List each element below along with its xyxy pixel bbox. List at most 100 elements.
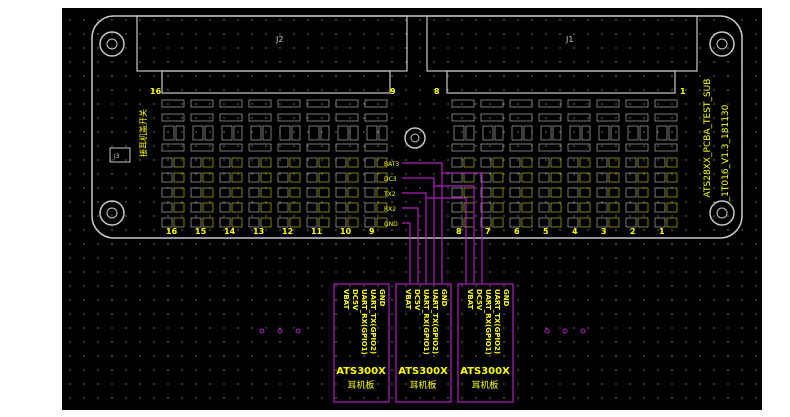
grid-dot bbox=[475, 271, 477, 273]
smd-part bbox=[219, 113, 243, 122]
grid-dot bbox=[489, 369, 491, 371]
grid-dot bbox=[685, 299, 687, 301]
grid-dot bbox=[125, 299, 127, 301]
grid-dot bbox=[405, 173, 407, 175]
grid-dot bbox=[587, 397, 589, 399]
grid-dot bbox=[643, 89, 645, 91]
grid-dot bbox=[265, 201, 267, 203]
test-pad bbox=[306, 217, 318, 228]
grid-dot bbox=[671, 47, 673, 49]
grid-dot bbox=[265, 61, 267, 63]
grid-dot bbox=[405, 19, 407, 21]
grid-dot bbox=[251, 243, 253, 245]
grid-dot bbox=[195, 285, 197, 287]
grid-dot bbox=[503, 397, 505, 399]
grid-dot bbox=[629, 257, 631, 259]
smd-part bbox=[306, 113, 330, 122]
grid-dot bbox=[671, 145, 673, 147]
grid-dot bbox=[545, 61, 547, 63]
grid-dot bbox=[391, 33, 393, 35]
grid-dot bbox=[335, 201, 337, 203]
test-pad-label bbox=[521, 187, 533, 198]
grid-dot bbox=[321, 215, 323, 217]
grid-dot bbox=[699, 327, 701, 329]
grid-dot bbox=[293, 355, 295, 357]
grid-dot bbox=[559, 397, 561, 399]
grid-dot bbox=[223, 271, 225, 273]
grid-dot bbox=[475, 355, 477, 357]
test-pad bbox=[451, 187, 463, 198]
dot-l1 bbox=[259, 328, 265, 334]
grid-dot bbox=[447, 285, 449, 287]
grid-dot bbox=[167, 89, 169, 91]
grid-dot bbox=[615, 271, 617, 273]
test-pad bbox=[248, 187, 260, 198]
grid-dot bbox=[391, 215, 393, 217]
channel-7-parts bbox=[335, 99, 359, 228]
test-pad bbox=[306, 202, 318, 213]
test-pad-label bbox=[492, 217, 504, 228]
grid-dot bbox=[587, 369, 589, 371]
grid-dot bbox=[685, 103, 687, 105]
grid-dot bbox=[755, 19, 757, 21]
grid-dot bbox=[111, 257, 113, 259]
grid-dot bbox=[545, 313, 547, 315]
grid-dot bbox=[503, 383, 505, 385]
grid-dot bbox=[83, 47, 85, 49]
grid-dot bbox=[713, 243, 715, 245]
grid-dot bbox=[601, 313, 603, 315]
grid-dot bbox=[251, 215, 253, 217]
grid-dot bbox=[97, 173, 99, 175]
test-pad bbox=[596, 202, 608, 213]
test-pad-label bbox=[608, 202, 620, 213]
module-pin-label: DC5V bbox=[475, 289, 483, 311]
grid-dot bbox=[209, 271, 211, 273]
test-pad bbox=[509, 187, 521, 198]
board-version-text: _1T016_V1.3_181130 bbox=[721, 104, 731, 202]
grid-dot bbox=[195, 355, 197, 357]
test-pad bbox=[509, 217, 521, 228]
grid-dot bbox=[685, 89, 687, 91]
grid-dot bbox=[349, 257, 351, 259]
grid-dot bbox=[685, 257, 687, 259]
grid-dot bbox=[223, 145, 225, 147]
grid-dot bbox=[195, 145, 197, 147]
grid-dot bbox=[139, 369, 141, 371]
grid-dot bbox=[531, 285, 533, 287]
grid-dot bbox=[699, 229, 701, 231]
ic-part bbox=[656, 125, 668, 141]
grid-dot bbox=[573, 285, 575, 287]
grid-dot bbox=[713, 103, 715, 105]
channel-3-parts bbox=[219, 99, 243, 228]
grid-dot bbox=[237, 89, 239, 91]
grid-dot bbox=[531, 47, 533, 49]
grid-dot bbox=[699, 19, 701, 21]
grid-dot bbox=[97, 355, 99, 357]
grid-dot bbox=[69, 131, 71, 133]
grid-dot bbox=[377, 47, 379, 49]
grid-dot bbox=[293, 19, 295, 21]
grid-dot bbox=[237, 243, 239, 245]
grid-dot bbox=[377, 383, 379, 385]
grid-dot bbox=[279, 327, 281, 329]
grid-dot bbox=[363, 257, 365, 259]
grid-dot bbox=[755, 173, 757, 175]
grid-dot bbox=[265, 75, 267, 77]
grid-dot bbox=[335, 299, 337, 301]
grid-dot bbox=[125, 75, 127, 77]
test-pad-label bbox=[202, 202, 214, 213]
grid-dot bbox=[587, 285, 589, 287]
grid-dot bbox=[587, 327, 589, 329]
grid-dot bbox=[573, 229, 575, 231]
smd-part bbox=[480, 113, 504, 122]
grid-dot bbox=[391, 397, 393, 399]
grid-dot bbox=[419, 341, 421, 343]
grid-dot bbox=[279, 355, 281, 357]
grid-dot bbox=[391, 145, 393, 147]
grid-dot bbox=[713, 215, 715, 217]
grid-dot bbox=[139, 159, 141, 161]
grid-dot bbox=[153, 173, 155, 175]
grid-dot bbox=[545, 243, 547, 245]
smd-part bbox=[509, 143, 533, 152]
grid-dot bbox=[699, 341, 701, 343]
